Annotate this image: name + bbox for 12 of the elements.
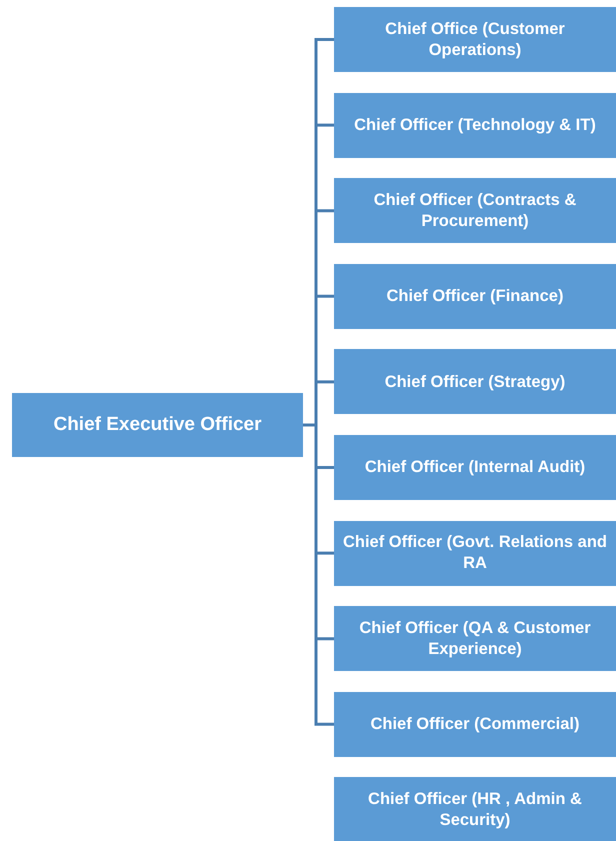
connector-line	[303, 424, 334, 726]
role-box: Chief Officer (Commercial)	[334, 692, 616, 757]
role-box: Chief Officer (HR , Admin & Security)	[334, 777, 616, 841]
role-box: Chief Officer (Contracts & Procurement)	[334, 178, 616, 244]
role-box: Chief Officer (QA & Customer Experience)	[334, 606, 616, 672]
role-box: Chief Officer (Strategy)	[334, 349, 616, 414]
role-box: Chief Officer (Technology & IT)	[334, 92, 616, 158]
role-box: Chief Officer (Finance)	[334, 264, 616, 329]
role-box: Chief Office (Customer Operations)	[334, 7, 616, 72]
role-box: Chief Officer (Internal Audit)	[334, 435, 616, 500]
role-box: Chief Officer (Govt. Relations and RA	[334, 520, 616, 586]
role-box: Chief Executive Officer	[12, 393, 303, 457]
